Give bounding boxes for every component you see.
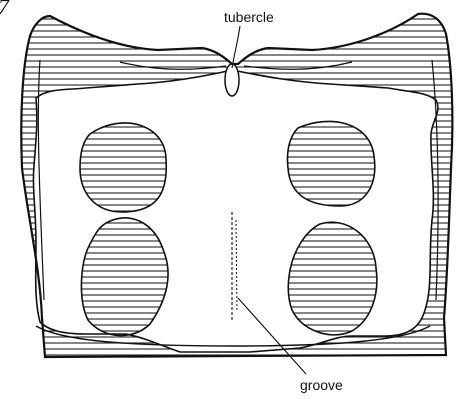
figure-number: 7 [0,0,10,19]
tubercle-leader-line [232,26,240,68]
tubercle-label: tubercle [224,9,274,25]
tubercle-shape [225,64,239,96]
groove-label: groove [300,377,343,393]
